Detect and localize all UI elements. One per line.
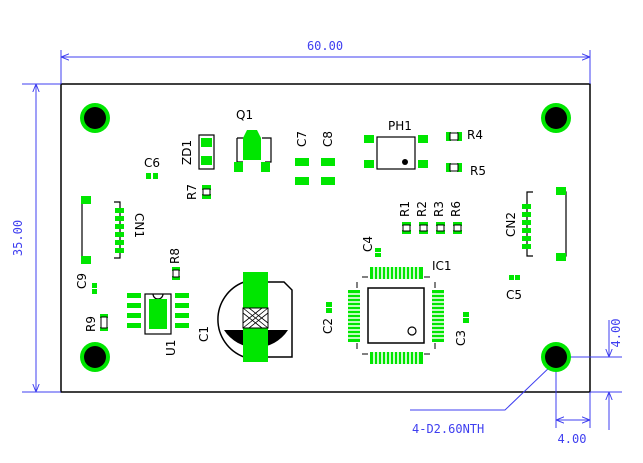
c3-capacitor: [463, 312, 469, 323]
ph1-sensor: [364, 135, 428, 170]
c3-label: C3: [454, 330, 468, 346]
c8-capacitor: [321, 158, 335, 185]
cn2-label: CN2: [504, 212, 518, 237]
c4-label: C4: [361, 236, 375, 252]
r7-label: R7: [185, 184, 199, 200]
hole-note-label: 4-D2.60NTH: [412, 422, 484, 436]
c5-label: C5: [506, 288, 522, 302]
zd1-label: ZD1: [180, 140, 194, 165]
width-dimension: [60, 50, 591, 84]
c1-label: C1: [197, 326, 211, 342]
c2-capacitor: [326, 302, 332, 313]
r9-label: R9: [84, 316, 98, 332]
c6-capacitor: [146, 173, 158, 179]
q1-transistor: [234, 130, 272, 172]
mounting-hole-top-right: [541, 103, 571, 133]
r5-label: R5: [470, 164, 486, 178]
board-outline: [60, 83, 591, 393]
mounting-hole-bottom-left: [80, 342, 110, 372]
r6-resistor: [453, 222, 462, 234]
q1-label: Q1: [236, 108, 253, 122]
c1-electrolytic-capacitor: [217, 272, 293, 362]
r5-resistor: [446, 163, 462, 172]
r2-resistor: [419, 222, 428, 234]
r4-label: R4: [467, 128, 483, 142]
r6-label: R6: [449, 201, 463, 217]
height-dimension: [22, 83, 61, 393]
mounting-hole-top-left: [80, 103, 110, 133]
r9-resistor: [100, 314, 108, 331]
c2-label: C2: [321, 318, 335, 334]
r3-label: R3: [432, 201, 446, 217]
cn1-label: CN1: [132, 213, 146, 238]
mounting-hole-bottom-right: [541, 342, 571, 372]
ic1-label: IC1: [432, 259, 452, 273]
hole-offset-x-label: 4.00: [558, 432, 587, 446]
r7-resistor: [202, 185, 211, 199]
hole-offset-y-label: 4.00: [609, 319, 623, 348]
r4-resistor: [446, 132, 462, 141]
r8-label: R8: [168, 248, 182, 264]
c9-capacitor: [92, 283, 97, 294]
hole-note-leader: [410, 363, 554, 411]
c7-label: C7: [295, 131, 309, 147]
c4-capacitor: [375, 248, 381, 257]
width-dimension-label: 60.00: [307, 39, 343, 53]
u1-soic8: [127, 293, 189, 335]
height-dimension-label: 35.00: [11, 220, 25, 256]
c9-label: C9: [75, 273, 89, 289]
c7-capacitor: [295, 158, 309, 185]
r8-resistor: [172, 267, 180, 280]
cn1-connector: [81, 196, 124, 264]
r2-label: R2: [415, 201, 429, 217]
c8-label: C8: [321, 131, 335, 147]
zd1-diode: [198, 134, 215, 170]
cn2-connector: [522, 187, 567, 261]
r1-resistor: [402, 222, 411, 234]
c5-capacitor: [509, 275, 520, 280]
c6-label: C6: [144, 156, 160, 170]
u1-label: U1: [164, 340, 178, 356]
ic1-qfp: [348, 267, 444, 364]
r1-label: R1: [398, 201, 412, 217]
r3-resistor: [436, 222, 445, 234]
ph1-label: PH1: [388, 119, 412, 133]
